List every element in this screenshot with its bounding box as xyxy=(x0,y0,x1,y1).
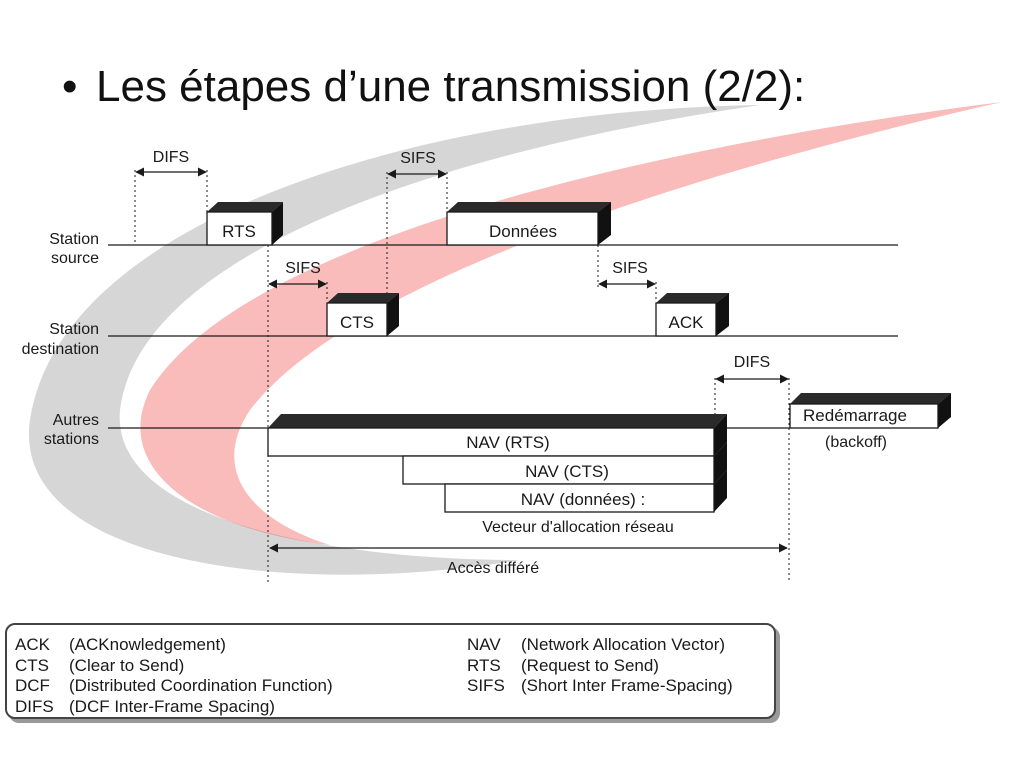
cts-label: CTS xyxy=(340,313,374,332)
abbreviation-legend: ACK(ACKnowledgement) CTS(Clear to Send) … xyxy=(5,623,776,719)
bullet: • xyxy=(62,62,78,111)
backoff-label: (backoff) xyxy=(825,434,887,451)
nav-rts-label: NAV (RTS) xyxy=(466,433,549,452)
cts-frame: CTS xyxy=(326,293,399,337)
difs-top-label: DIFS xyxy=(153,149,189,166)
legend-abbr: RTS xyxy=(467,655,501,675)
legend-desc: (ACKnowledgement) xyxy=(69,635,226,654)
nav-cts-label: NAV (CTS) xyxy=(525,462,609,481)
slide-title-text: Les étapes d’une transmission (2/2): xyxy=(96,62,806,111)
legend-row: DCF (Distributed Coordination Function) xyxy=(15,676,333,697)
slide-title: • Les étapes d’une transmission (2/2): xyxy=(62,62,805,112)
legend-row: CTS (Clear to Send) xyxy=(15,656,333,677)
ack-label: ACK xyxy=(669,313,705,332)
legend-abbr: SIFS xyxy=(467,676,505,695)
row-label-source-1: Station xyxy=(49,231,99,248)
nav-caption: Vecteur d'allocation réseau xyxy=(482,519,674,536)
rts-frame: RTS xyxy=(206,202,283,246)
sifs-cts-label: SIFS xyxy=(285,260,321,277)
legend-desc: (Clear to Send) xyxy=(69,655,185,675)
redemarrage-label: Redémarrage xyxy=(803,406,907,425)
legend-abbr: NAV xyxy=(467,635,501,654)
redemarrage-frame: Redémarrage xyxy=(789,393,951,429)
donnees-frame: Données xyxy=(446,202,611,246)
nav-rts-bar: NAV (RTS) xyxy=(267,414,727,457)
difs-right-label: DIFS xyxy=(734,354,770,371)
row-label-source-2: source xyxy=(51,250,99,267)
nav-donnees-bar: NAV (données) : xyxy=(444,470,727,513)
legend-desc: (Short Inter Frame-Spacing) xyxy=(521,676,733,695)
donnees-label: Données xyxy=(489,222,557,241)
nav-donnees-label: NAV (données) : xyxy=(521,490,645,509)
row-label-destination-1: Station xyxy=(49,321,99,338)
ack-frame: ACK xyxy=(655,293,729,337)
legend-row: RTS (Request to Send) xyxy=(467,656,733,677)
legend-row: NAV (Network Allocation Vector) xyxy=(467,635,733,656)
legend-abbr: DCF xyxy=(15,676,50,695)
legend-column-right: NAV (Network Allocation Vector) RTS (Reque… xyxy=(467,635,733,697)
rts-label: RTS xyxy=(222,222,256,241)
legend-row: ACK (ACKnowledgement) xyxy=(15,635,333,656)
acces-differe-label: Accès différé xyxy=(447,560,539,577)
legend-desc: (Distributed Coordination Function) xyxy=(69,676,333,695)
row-label-others-1: Autres xyxy=(53,412,99,429)
legend-desc: (Network Allocation Vector) xyxy=(521,635,726,654)
row-label-destination-2: destination xyxy=(22,341,99,358)
legend-abbr: DIFS xyxy=(15,696,54,716)
legend-row: DIFS (DCF Inter-Frame Spacing) xyxy=(15,697,333,718)
legend-desc: (Request to Send) xyxy=(521,655,659,675)
legend-abbr: CTS xyxy=(15,655,49,675)
legend-desc: (DCF Inter-Frame Spacing) xyxy=(69,696,275,716)
sifs-top-label: SIFS xyxy=(400,150,436,167)
sifs-ack-label: SIFS xyxy=(612,260,648,277)
legend-abbr: ACK xyxy=(15,635,50,654)
row-label-others-2: stations xyxy=(44,431,99,448)
legend-row: SIFS (Short Inter Frame-Spacing) xyxy=(467,676,733,697)
red-swoosh xyxy=(140,102,1003,545)
nav-cts-bar: NAV (CTS) xyxy=(402,442,727,485)
legend-column-left: ACK(ACKnowledgement) CTS(Clear to Send) … xyxy=(15,635,333,717)
